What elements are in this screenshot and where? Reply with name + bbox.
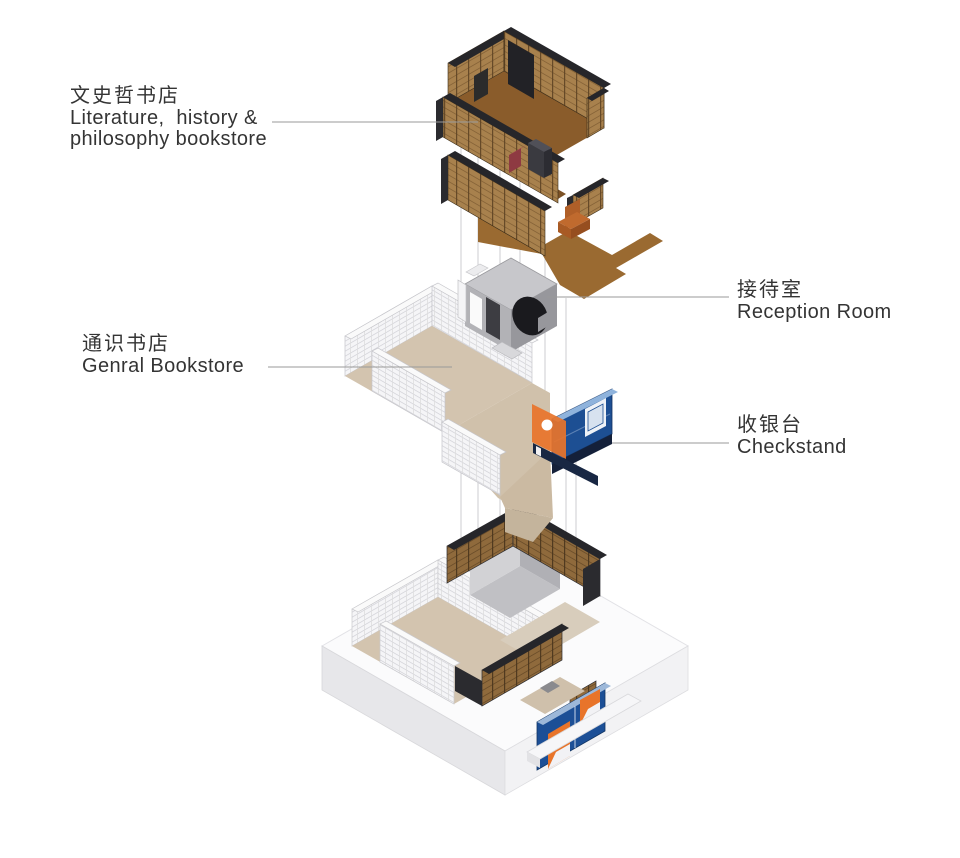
literature-chair [509,148,521,173]
label-reception-room: 接待室 Reception Room [737,278,892,323]
label-general-en: Genral Bookstore [82,355,245,377]
checkstand-model [532,388,618,486]
base-checkstand-storefront [526,682,642,771]
checkstand-orange-screen [532,404,566,459]
literature-cabinet [528,143,544,178]
label-literature-en-line1: Literature, history & [70,107,258,129]
label-general-bookstore: 通识书店 Genral Bookstore [82,332,244,377]
label-general-zh: 通识书店 [82,333,170,355]
label-literature-en-line2: philosophy bookstore [70,128,268,150]
reception-door [470,292,482,330]
literature-lower-floor [478,212,663,299]
general-bookstore-model [344,282,553,542]
literature-bookstore-model [436,27,663,299]
label-checkstand-en: Checkstand [737,436,847,458]
label-checkstand: 收银台 Checkstand [737,413,847,458]
base-floor-model [320,505,690,796]
label-literature-zh: 文史哲书店 [70,85,180,107]
label-reception-zh: 接待室 [737,279,803,301]
general-floor [345,326,532,433]
label-reception-en: Reception Room [737,301,892,323]
general-ramp [505,508,553,542]
reception-step [491,341,523,360]
literature-armchair [558,199,590,239]
literature-dark-panel [508,40,534,99]
label-checkstand-zh: 收银台 [737,414,803,436]
base-literature-room [446,505,607,727]
reception-room-model [457,257,558,360]
leader-lines [268,121,729,444]
label-literature-bookstore: 文史哲书店 Literature, history & philosophy b… [70,84,267,150]
